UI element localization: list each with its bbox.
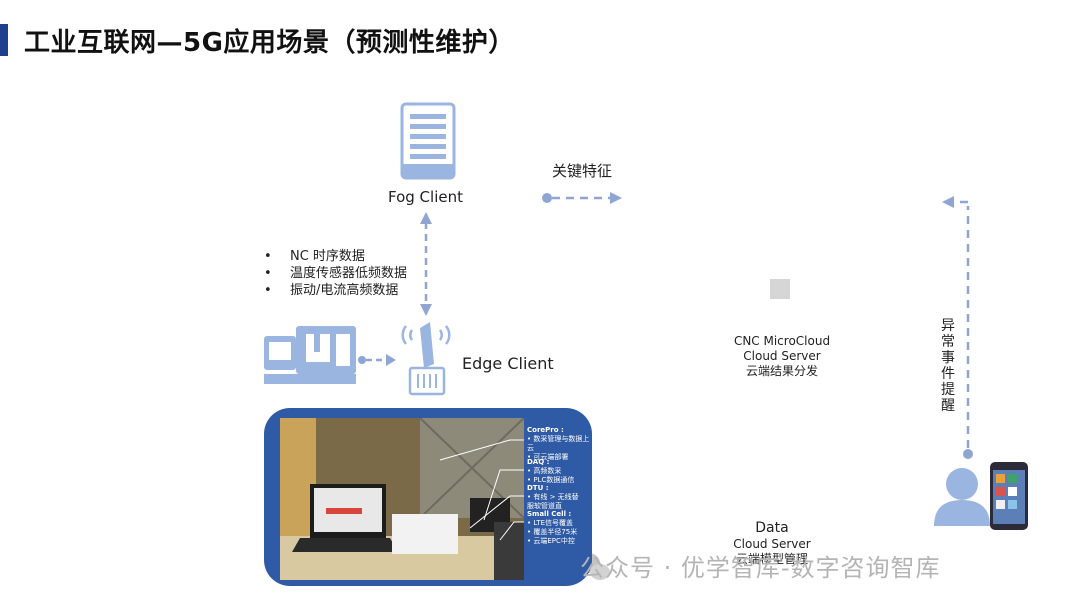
- title-accent-bar: [0, 24, 8, 56]
- deployment-photo: [280, 418, 524, 580]
- phone-icon: [990, 462, 1028, 530]
- data-cloud-server-label: Data Cloud Server 云端模型管理: [733, 520, 811, 566]
- daq-info: DAQ : • 高频数采 • PLC数据通信: [527, 458, 575, 484]
- list-item: 振动/电流高频数据: [262, 282, 407, 299]
- watermark: 公众号 · 优学智库-数字咨询智库: [580, 554, 941, 582]
- router-icon: [401, 322, 451, 396]
- user-icon: [934, 468, 990, 526]
- data-source-list: NC 时序数据 温度传感器低频数据 振动/电流高频数据: [262, 248, 407, 299]
- fog-edge-link-arrow: [420, 212, 432, 316]
- alert-arrow: [942, 196, 973, 459]
- server-icon: [400, 102, 456, 180]
- list-item: 温度传感器低频数据: [262, 265, 407, 282]
- key-feature-arrow: [542, 192, 622, 204]
- dtu-info: DTU : • 有线 > 无线替 服软管道直: [527, 484, 579, 510]
- key-feature-label: 关键特征: [552, 162, 613, 180]
- list-item: NC 时序数据: [262, 248, 407, 265]
- cnc-edge-arrow: [358, 354, 396, 366]
- cloud-placeholder-icon: [770, 279, 790, 299]
- photo-scene: [280, 418, 524, 580]
- fog-client-label: Fog Client: [388, 188, 463, 206]
- corepro-info: CorePro : • 数采管理与数据上云 • 可云端部署: [527, 426, 590, 461]
- small-cell-info: Small Cell : • LTE信号覆盖 • 覆盖半径75米 • 云端EPC…: [527, 510, 578, 545]
- cnc-machine-icon: [264, 326, 356, 384]
- page-title: 工业互联网—5G应用场景（预测性维护）: [24, 28, 515, 58]
- alert-label: 异常事件提醒: [941, 318, 955, 414]
- edge-client-label: Edge Client: [462, 354, 554, 373]
- cnc-cloud-server-label: CNC MicroCloud Cloud Server 云端结果分发: [733, 334, 831, 378]
